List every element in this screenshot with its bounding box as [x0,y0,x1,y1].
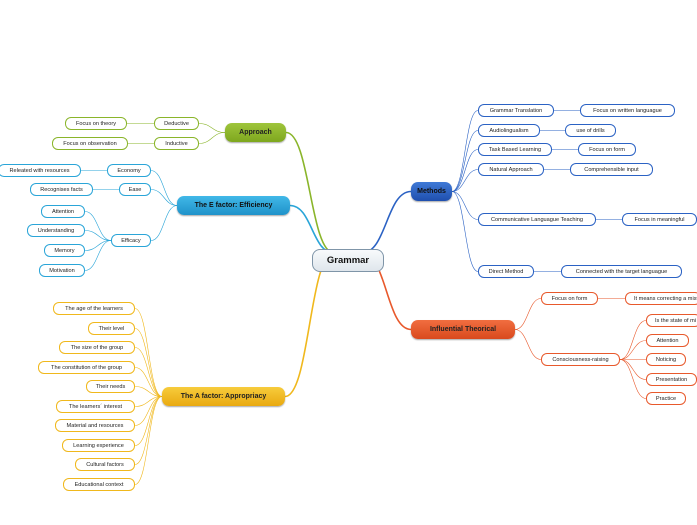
branch-influential-theorical[interactable]: Influential Theorical [411,320,515,339]
subtopic-motivation[interactable]: Motivation [39,264,85,277]
subtopic-efficacy[interactable]: Efficacy [111,234,151,247]
subtopic-noticing[interactable]: Noticing [646,353,686,366]
connector-line [619,359,647,380]
subtopic-natural-approach[interactable]: Natural Approach [478,163,544,176]
connector-line [619,320,647,360]
subtopic-material-and-resources[interactable]: Material and resources [55,419,135,432]
subtopic-their-needs[interactable]: Their needs [86,380,135,393]
subtopic-means-correcting-mistake[interactable]: It means correcting a mistak [625,292,697,305]
connector-line [134,396,163,446]
subtopic-focus-on-theory[interactable]: Focus on theory [65,117,127,130]
subtopic-inductive[interactable]: Inductive [154,137,199,150]
subtopic-constitution-of-group[interactable]: The constitution of the group [38,361,135,374]
subtopic-communicative-languague-teaching[interactable]: Communicative Languague Teaching [478,213,596,226]
connector-line [84,240,112,251]
subtopic-cultural-factors[interactable]: Cultural factors [75,458,135,471]
branch-e-factor-efficiency[interactable]: The E factor: Efficiency [177,196,290,215]
subtopic-their-level[interactable]: Their level [88,322,135,335]
subtopic-educational-context[interactable]: Educational context [63,478,135,491]
root-topic-grammar[interactable]: Grammar [312,249,384,272]
subtopic-focus-on-written-languague[interactable]: Focus on written languague [580,104,675,117]
subtopic-understanding[interactable]: Understanding [27,224,85,237]
connector-line [451,191,479,272]
subtopic-learners-interest[interactable]: The learners´ interest [56,400,135,413]
subtopic-releated-with-resources[interactable]: Releated with resources [0,164,81,177]
connector-line [284,252,335,398]
subtopic-presentation[interactable]: Presentation [646,373,697,386]
connector-line [84,240,112,271]
subtopic-grammar-translation[interactable]: Grammar Translation [478,104,554,117]
connector-line [285,131,335,254]
subtopic-ease[interactable]: Ease [119,183,151,196]
connector-line [451,130,479,192]
connector-line [150,170,178,206]
connector-line [150,189,178,206]
connector-line [134,367,163,397]
subtopic-focus-in-meaningful[interactable]: Focus in meaningful [622,213,697,226]
subtopic-memory[interactable]: Memory [44,244,85,257]
subtopic-deductive[interactable]: Deductive [154,117,199,130]
connector-line [134,308,163,397]
connector-line [514,329,542,360]
subtopic-focus-on-observation[interactable]: Focus on observation [52,137,128,150]
subtopic-direct-method[interactable]: Direct Method [478,265,534,278]
connector-line [198,123,226,133]
branch-approach[interactable]: Approach [225,123,286,142]
connector-line [198,132,226,144]
subtopic-attention[interactable]: Attention [41,205,85,218]
subtopic-state-of-mind[interactable]: Is the state of mi [646,314,697,327]
subtopic-size-of-group[interactable]: The size of the group [59,341,135,354]
branch-a-factor-appropriacy[interactable]: The A factor: Appropriacy [162,387,285,406]
subtopic-focus-on-form-theory[interactable]: Focus on form [541,292,598,305]
subtopic-focus-on-form-method[interactable]: Focus on form [578,143,636,156]
connector-line [134,396,163,485]
subtopic-recognises-facts[interactable]: Recognises facts [30,183,93,196]
connector-line [361,190,412,254]
subtopic-economy[interactable]: Economy [107,164,151,177]
subtopic-task-based-learning[interactable]: Task Based Learning [478,143,552,156]
subtopic-connected-with-target-languague[interactable]: Connected with the target languague [561,265,682,278]
connector-line [134,328,163,397]
connector-line [451,169,479,192]
connector-line [84,230,112,241]
connector-line [619,359,647,399]
subtopic-consciousness-raising[interactable]: Consciousness-raising [541,353,620,366]
subtopic-audiolingualism[interactable]: Audiolingualism [478,124,540,137]
subtopic-practice[interactable]: Practice [646,392,686,405]
subtopic-use-of-drills[interactable]: use of drills [565,124,616,137]
connector-line [84,211,112,241]
connector-line [150,205,178,241]
subtopic-age-of-learners[interactable]: The age of the learners [53,302,135,315]
connector-line [134,386,163,397]
subtopic-attention-theory[interactable]: Attention [646,334,689,347]
connector-line [134,396,163,465]
branch-methods[interactable]: Methods [411,182,452,201]
connector-line [134,347,163,397]
connector-line [514,298,542,330]
subtopic-comprehensible-input[interactable]: Comprehensible input [570,163,653,176]
connector-line [619,340,647,360]
connector-line [289,204,335,254]
connector-line [451,191,479,220]
connector-line [451,149,479,192]
subtopic-learning-experience[interactable]: Learning experience [62,439,135,452]
connector-line [451,110,479,192]
